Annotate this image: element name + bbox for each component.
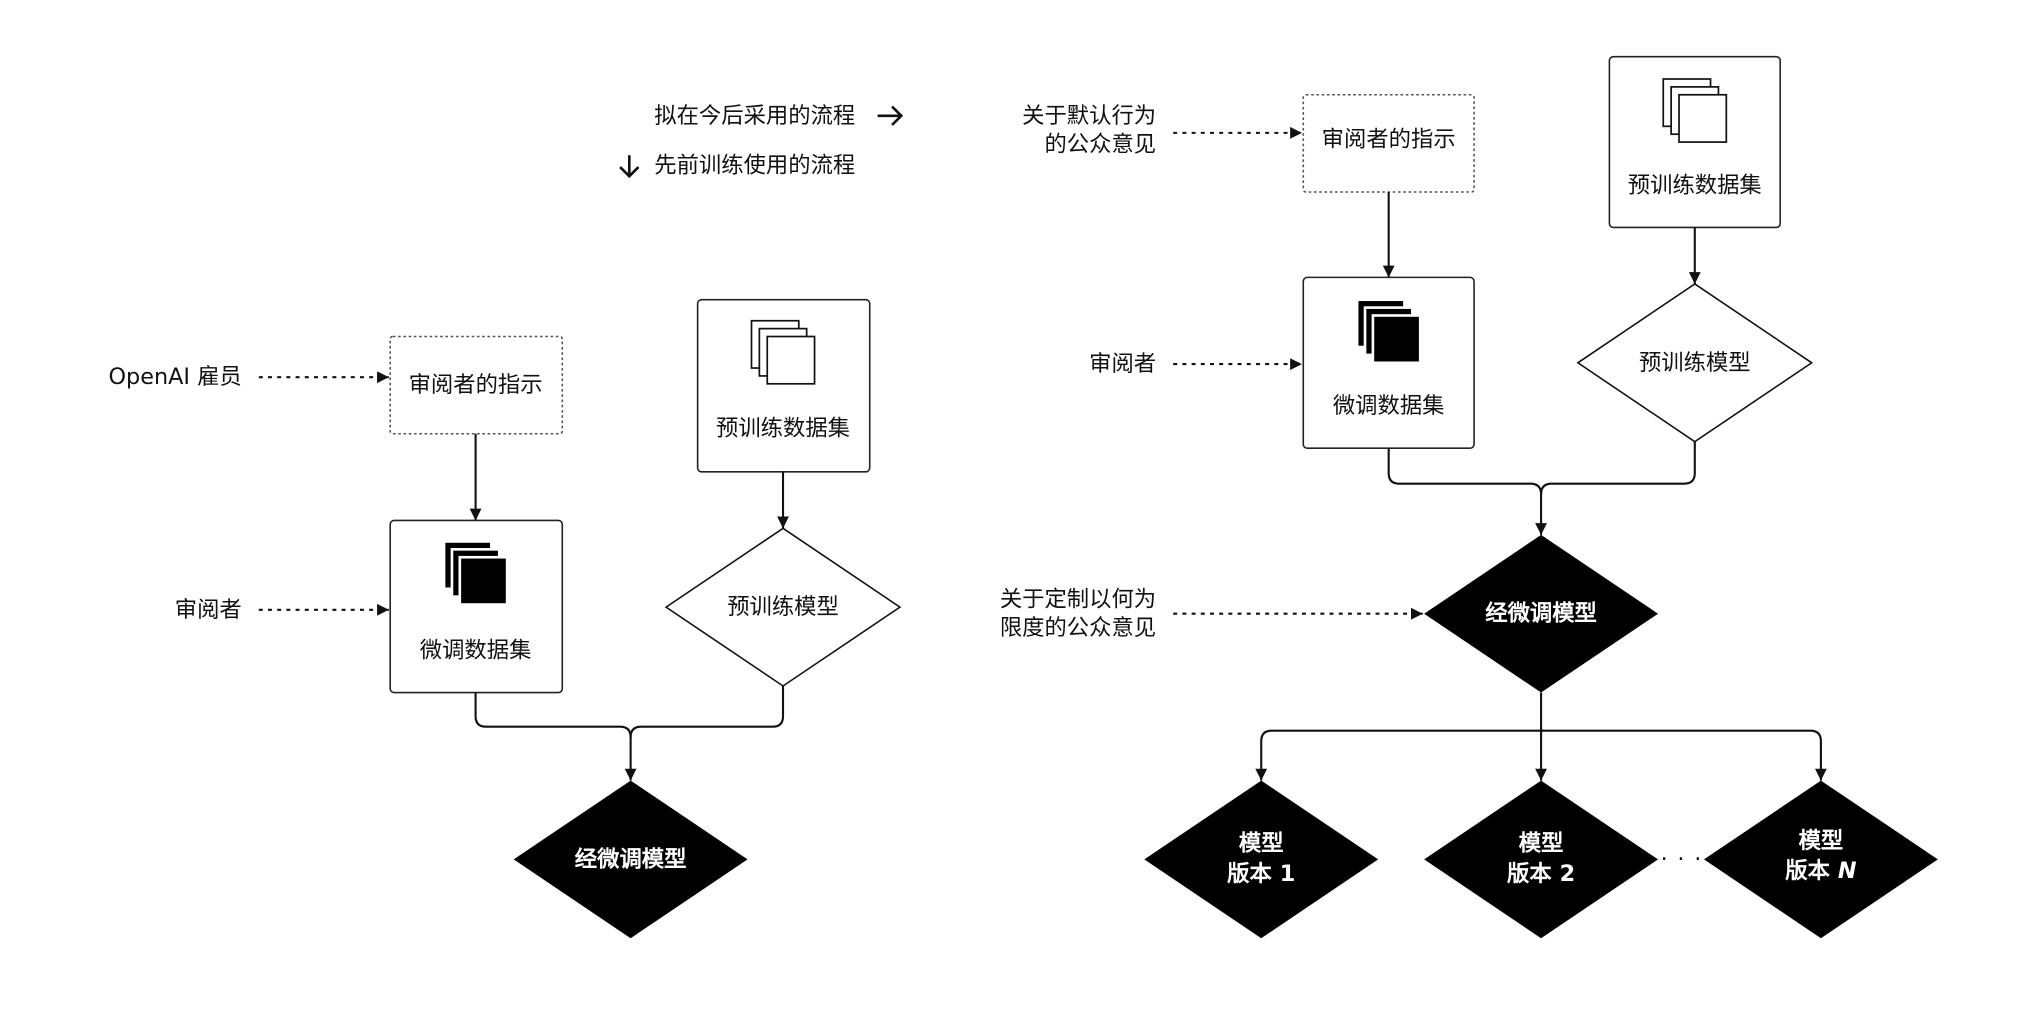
pretrain-dataset-label: 预训练数据集 — [1628, 172, 1762, 198]
icon-sheet — [1678, 93, 1728, 143]
finetuned-model-label: 经微调模型 — [575, 845, 687, 872]
future-flow: 关于默认行为 的公众意见 审阅者的指示 审阅者 微调数据集 预训练数据集 预训练… — [1000, 55, 1938, 939]
model-version-diamond — [1703, 780, 1938, 939]
instructions-label: 审阅者的指示 — [1322, 126, 1456, 152]
connector-finetune-to-merge — [1387, 448, 1543, 495]
instructions-box — [389, 335, 564, 435]
model-version-diamond — [1424, 780, 1659, 939]
instructions-label: 审阅者的指示 — [409, 372, 543, 398]
finetuned-model-diamond — [513, 780, 748, 939]
default-behavior-input-line1: 关于默认行为 — [1022, 103, 1156, 129]
arrow-to-version-n — [1541, 729, 1827, 781]
version-prefix: 版本 — [1507, 860, 1552, 887]
pretrain-model-label: 预训练模型 — [1639, 350, 1751, 376]
version-number: N — [1838, 858, 1857, 884]
version-prefix: 版本 — [1227, 860, 1272, 887]
model-version-label: 版本 N — [1785, 857, 1857, 884]
icon-sheet — [458, 555, 509, 606]
finetune-dataset-label: 微调数据集 — [420, 638, 532, 664]
customization-input-line1: 关于定制以何为 — [1000, 586, 1156, 612]
finetuned-model-diamond — [1424, 534, 1659, 693]
model-version-diamond — [1144, 780, 1379, 939]
arrow-down-icon — [619, 155, 640, 179]
model-version-title: 模型 — [1239, 831, 1284, 857]
customization-input-line2: 限度的公众意见 — [1000, 615, 1156, 641]
version-number: 2 — [1560, 861, 1576, 887]
pretrain-model-label: 预训练模型 — [727, 594, 839, 620]
arrow-to-version-1 — [1255, 729, 1542, 781]
icon-sheet — [1371, 314, 1422, 365]
finetune-dataset-label: 微调数据集 — [1333, 393, 1445, 419]
stacked-sheets-filled-icon — [442, 540, 509, 606]
reviewer-source-label: 审阅者 — [175, 597, 242, 623]
icon-sheet — [766, 335, 816, 385]
version-prefix: 版本 — [1785, 857, 1830, 884]
connector-finetune-to-merge — [474, 692, 632, 738]
model-version-label: 版本 2 — [1507, 860, 1575, 887]
default-behavior-input-line2: 的公众意见 — [1044, 132, 1156, 158]
version-number: 1 — [1280, 861, 1296, 887]
stacked-sheets-outline-icon — [1662, 78, 1728, 143]
legend: 拟在今后采用的流程 先前训练使用的流程 — [619, 103, 904, 179]
reviewer-source-label: 审阅者 — [1089, 351, 1156, 377]
previous-flow: OpenAI 雇员 审阅者的指示 审阅者 微调数据集 预训练数据集 预训练模型 … — [108, 298, 902, 939]
model-version-title: 模型 — [1799, 828, 1844, 854]
connector-pretrain-to-merge — [1540, 441, 1696, 495]
legend-previous-label: 先前训练使用的流程 — [654, 153, 855, 179]
stacked-sheets-outline-icon — [750, 319, 816, 385]
ellipsis: · · · — [1661, 846, 1703, 872]
employee-source-label: OpenAI 雇员 — [108, 364, 241, 390]
finetuned-model-label: 经微调模型 — [1485, 600, 1597, 627]
stacked-sheets-filled-icon — [1355, 298, 1422, 365]
model-version-title: 模型 — [1519, 831, 1564, 857]
model-version-label: 版本 1 — [1227, 860, 1295, 887]
legend-future-label: 拟在今后采用的流程 — [654, 103, 855, 129]
connector-pretrain-to-merge — [629, 685, 785, 738]
arrow-right-icon — [877, 105, 904, 126]
pretrain-dataset-label: 预训练数据集 — [716, 415, 850, 441]
